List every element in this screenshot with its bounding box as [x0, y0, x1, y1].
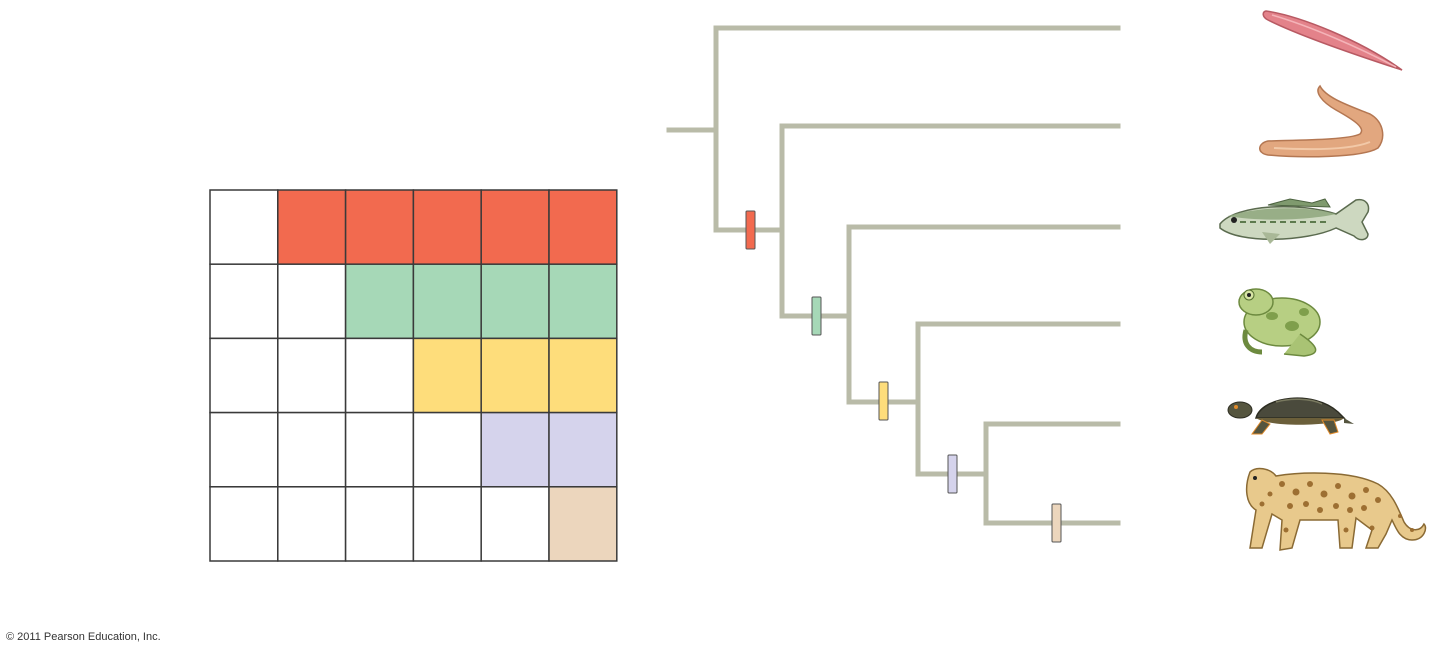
table-cell-r3-c3 — [344, 337, 415, 414]
table-cell-r1-c1 — [209, 189, 279, 265]
copyright-notice: © 2011 Pearson Education, Inc. — [6, 631, 161, 643]
table-cell-r4-c4 — [412, 411, 482, 488]
lancelet-icon — [1262, 10, 1403, 71]
character-table — [209, 189, 618, 562]
table-cell-r2-c3 — [344, 263, 415, 340]
phylogenetic-tree — [666, 25, 1121, 526]
table-cell-r3-c6 — [548, 337, 618, 414]
table-cell-r2-c1 — [209, 263, 279, 340]
table-cell-r4-c2 — [277, 411, 347, 488]
table-cell-r3-c2 — [277, 337, 347, 414]
table-cell-r5-c3 — [344, 486, 415, 562]
tree-marker-character-5 — [1051, 503, 1062, 543]
leopard-icon — [1245, 467, 1427, 551]
tree-character-markers — [745, 210, 1062, 543]
table-cell-r5-c4 — [412, 486, 482, 562]
table-cell-r2-c4 — [412, 263, 482, 340]
table-cell-r2-c6 — [548, 263, 618, 340]
table-cell-r5-c2 — [277, 486, 347, 562]
tree-marker-character-1 — [745, 210, 756, 250]
table-cell-r1-c5 — [480, 189, 550, 265]
table-cell-r1-c3 — [344, 189, 415, 265]
table-cell-r4-c6 — [548, 411, 618, 488]
tree-node-4-branches — [915, 321, 1121, 477]
table-cell-r5-c5 — [480, 486, 550, 562]
table-cell-r1-c6 — [548, 189, 618, 265]
table-cell-r4-c3 — [344, 411, 415, 488]
tree-node-1-branches — [713, 25, 1121, 233]
table-cell-r2-c5 — [480, 263, 550, 340]
table-cell-r3-c1 — [209, 337, 279, 414]
table-cell-r1-c2 — [277, 189, 347, 265]
table-cell-r5-c6 — [548, 486, 618, 562]
frog-icon — [1238, 288, 1321, 357]
bass-icon — [1219, 198, 1370, 244]
tree-marker-character-3 — [878, 381, 889, 421]
turtle-icon — [1227, 397, 1354, 435]
tree-node-3-branches — [846, 224, 1121, 405]
table-cell-r4-c1 — [209, 411, 279, 488]
tree-node-2-branches — [779, 123, 1121, 319]
tree-marker-character-4 — [947, 454, 958, 494]
tree-marker-character-2 — [811, 296, 822, 336]
table-cell-r2-c2 — [277, 263, 347, 340]
table-cell-r4-c5 — [480, 411, 550, 488]
table-cell-r3-c4 — [412, 337, 482, 414]
lamprey-icon — [1259, 84, 1384, 158]
table-cell-r3-c5 — [480, 337, 550, 414]
table-cell-r5-c1 — [209, 486, 279, 562]
table-cell-r1-c4 — [412, 189, 482, 265]
taxa-illustrations — [1219, 10, 1427, 551]
